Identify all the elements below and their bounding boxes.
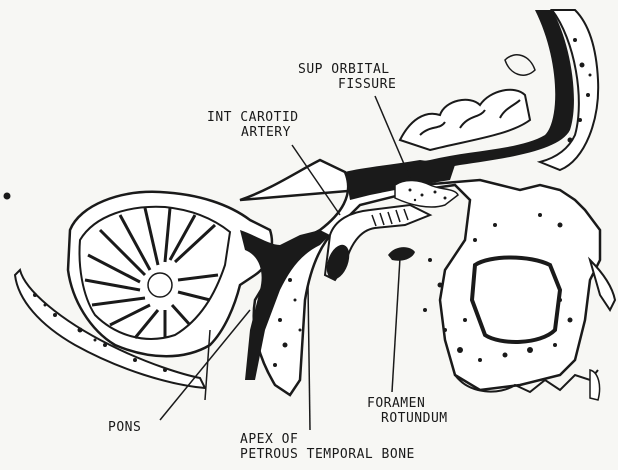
label-sup-orbital-fissure: SUP ORBITAL FISSURE bbox=[298, 62, 396, 92]
label-sup-orbital-line1: SUP ORBITAL bbox=[298, 62, 396, 77]
label-int-carotid-line1: INT CAROTID bbox=[207, 110, 299, 125]
label-foramen-line1: FORAMEN bbox=[367, 396, 448, 411]
label-int-carotid-artery: INT CAROTID ARTERY bbox=[207, 110, 299, 140]
label-apex-line1: APEX OF bbox=[240, 432, 415, 447]
label-int-carotid-line2: ARTERY bbox=[207, 125, 299, 140]
stray-dot bbox=[4, 193, 11, 200]
label-pons: PONS bbox=[108, 420, 141, 435]
maxillary-sinus bbox=[472, 258, 560, 342]
label-foramen-rotundum: FORAMEN ROTUNDUM bbox=[367, 396, 448, 426]
label-apex-line2: PETROUS TEMPORAL BONE bbox=[240, 447, 415, 462]
label-sup-orbital-line2: FISSURE bbox=[298, 77, 396, 92]
label-apex-petrous: APEX OF PETROUS TEMPORAL BONE bbox=[240, 432, 415, 462]
label-foramen-line2: ROTUNDUM bbox=[367, 411, 448, 426]
